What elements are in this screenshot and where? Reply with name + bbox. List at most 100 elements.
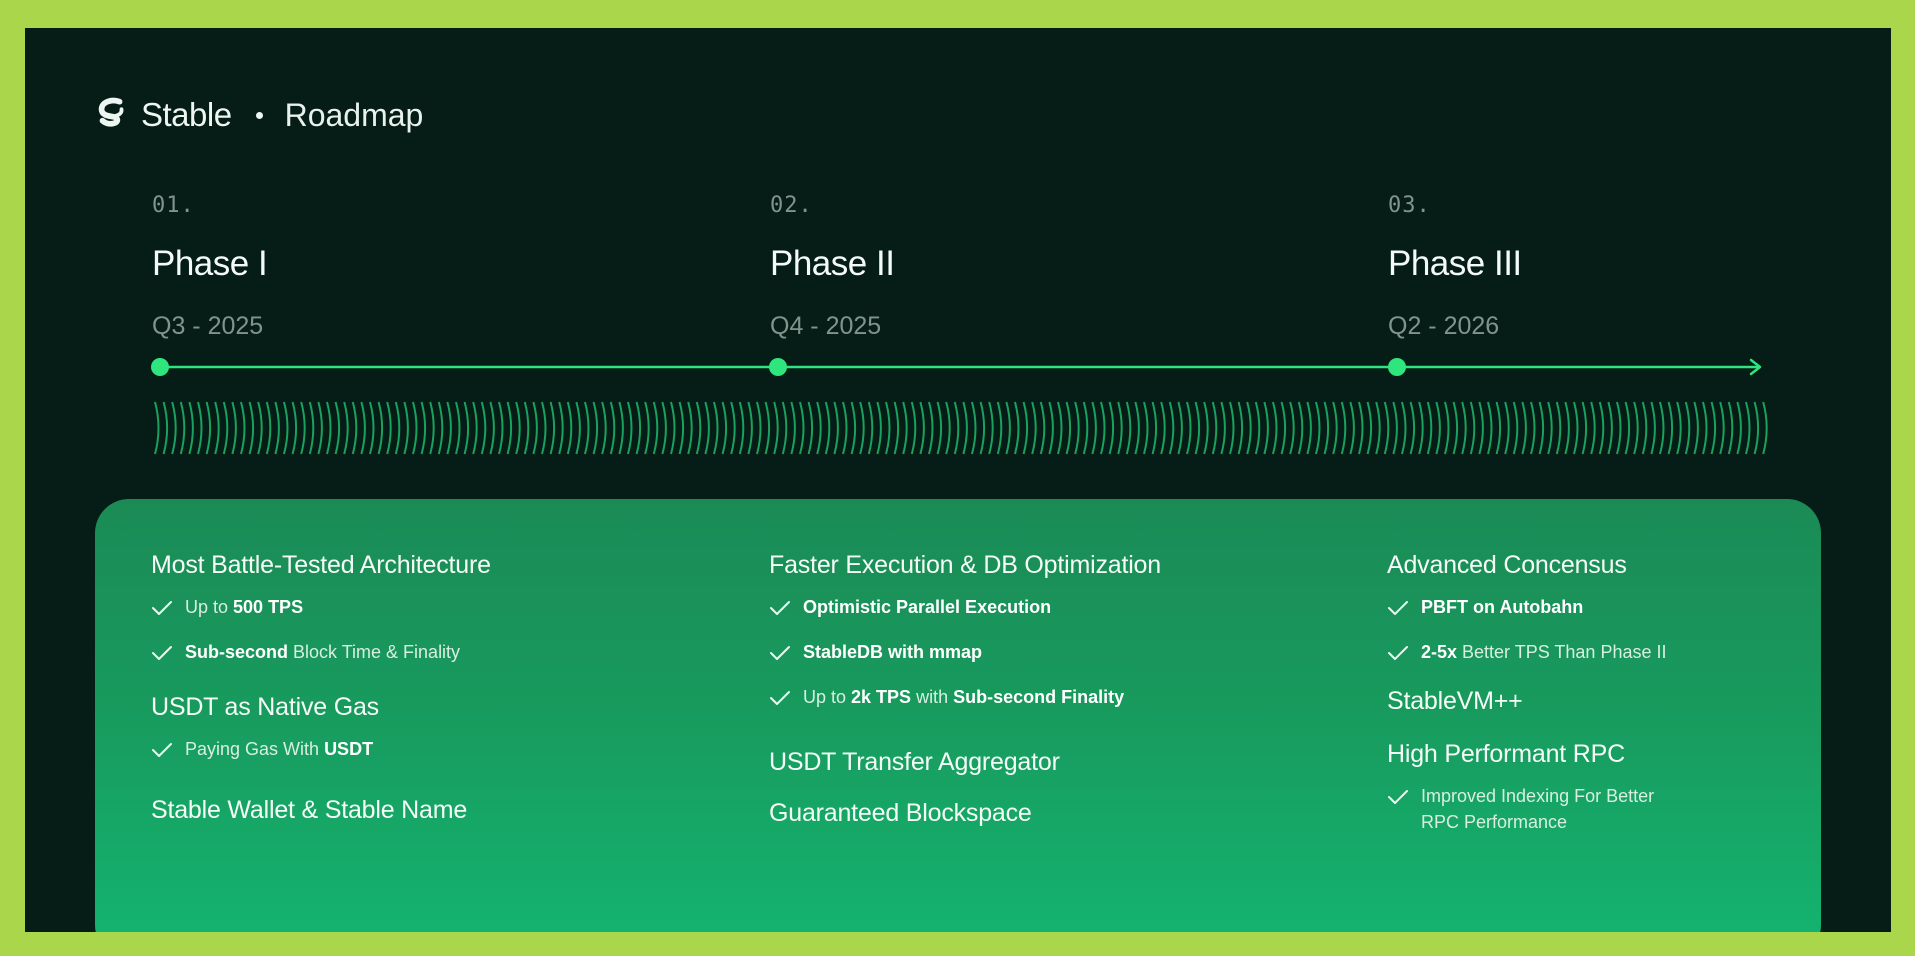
feature-item: Up to 2k TPS with Sub-second Finality [769, 684, 1329, 710]
wave-stroke [308, 401, 315, 455]
item-text: Paying Gas With [185, 739, 325, 759]
checkmark-icon [769, 643, 791, 661]
wave-stroke [205, 401, 212, 455]
feature-item: Sub-second Block Time & Finality [151, 639, 711, 665]
wave-stroke [661, 401, 667, 455]
wave-stroke [1220, 401, 1226, 455]
wave-stroke [1435, 401, 1441, 455]
wave-stroke [1194, 401, 1201, 455]
timeline-marker-3 [1388, 358, 1406, 376]
wave-stroke [1392, 401, 1398, 455]
wave-stroke [1091, 401, 1097, 455]
feature-list: Paying Gas With USDT [151, 736, 711, 762]
wave-stroke [1452, 401, 1459, 455]
wave-stroke [730, 401, 736, 455]
wave-stroke [326, 401, 332, 455]
wave-stroke [618, 401, 624, 455]
feature-item: Up to 500 TPS [151, 594, 711, 620]
phase-title: Phase I [152, 244, 268, 283]
wave-stroke [1323, 401, 1330, 455]
wave-stroke [885, 401, 891, 455]
wave-stroke [644, 401, 650, 455]
feature-group: USDT Transfer Aggregator [769, 748, 1329, 777]
timeline-marker-1 [151, 358, 169, 376]
checkmark-icon [769, 688, 791, 706]
wave-stroke [1246, 401, 1252, 455]
header: Stable Roadmap [93, 96, 423, 134]
wave-stroke [162, 401, 169, 455]
wave-stroke [601, 401, 607, 455]
wave-stroke [962, 401, 968, 455]
item-emphasis: StableDB with mmap [803, 642, 983, 662]
wave-stroke [248, 401, 255, 455]
wave-stroke [876, 401, 882, 455]
wave-stroke [1702, 401, 1708, 455]
item-text: with [911, 687, 954, 707]
wave-stroke [609, 401, 616, 455]
wave-stroke [1512, 401, 1519, 455]
wave-stroke [704, 401, 710, 455]
wave-stroke [842, 401, 848, 455]
wave-stroke [1547, 401, 1553, 455]
feature-title: High Performant RPC [1387, 740, 1625, 768]
wave-stroke [945, 401, 951, 455]
wave-stroke [541, 401, 547, 455]
wave-stroke [1418, 401, 1424, 455]
timeline-arrow-icon [1749, 358, 1762, 376]
wave-stroke [1426, 401, 1433, 455]
wave-stroke [1736, 401, 1742, 455]
wave-stroke [738, 401, 745, 455]
wave-stroke [1504, 401, 1510, 455]
wave-stroke [1340, 401, 1347, 455]
checkmark-icon [1387, 643, 1409, 661]
wave-stroke [902, 401, 908, 455]
wave-stroke [1254, 401, 1261, 455]
feature-title: Stable Wallet & Stable Name [151, 796, 468, 824]
stable-logo-icon [98, 97, 124, 127]
phase-3: 03. Phase III Q2 - 2026 [1388, 193, 1891, 341]
wave-stroke [1590, 401, 1596, 455]
wave-stroke [1444, 401, 1450, 455]
item-emphasis: 2-5x [1421, 642, 1458, 662]
feature-item: Paying Gas With USDT [151, 736, 711, 762]
wave-stroke [773, 401, 779, 455]
wave-stroke [996, 401, 1003, 455]
wave-stroke [850, 401, 857, 455]
wave-stroke [953, 401, 960, 455]
wave-stroke [1555, 401, 1562, 455]
feature-item-text: StableDB with mmap [803, 639, 982, 665]
wave-stroke [343, 401, 349, 455]
wave-stroke [300, 401, 306, 455]
wave-stroke [549, 401, 556, 455]
wave-stroke [265, 401, 272, 455]
wave-stroke [592, 401, 599, 455]
feature-item-text: 2-5x Better TPS Than Phase II [1421, 639, 1666, 665]
wave-stroke [1598, 401, 1605, 455]
roadmap-slide: Stable Roadmap 01. Phase I Q3 - 2025 02.… [25, 28, 1891, 932]
wave-stroke [351, 401, 358, 455]
wave-stroke [867, 401, 874, 455]
wave-stroke [1168, 401, 1175, 455]
wave-stroke [1263, 401, 1269, 455]
wave-stroke [1693, 401, 1699, 455]
wave-stroke [670, 401, 676, 455]
wave-stroke [1521, 401, 1527, 455]
wave-stroke [1487, 401, 1493, 455]
wave-stroke [1057, 401, 1063, 455]
wave-stroke [1409, 401, 1416, 455]
wave-stroke [1100, 401, 1106, 455]
feature-title: StableVM++ [1387, 687, 1523, 715]
phase-number: 02. [770, 193, 813, 218]
wave-stroke [1186, 401, 1192, 455]
wave-stroke [1065, 401, 1072, 455]
brand-name: Stable [141, 96, 232, 133]
checkmark-icon [1387, 598, 1409, 616]
wave-stroke [1074, 401, 1080, 455]
wave-stroke [523, 401, 530, 455]
wave-stroke [1366, 401, 1373, 455]
wave-stroke [412, 401, 418, 455]
wave-stroke [721, 401, 728, 455]
wave-stroke [1203, 401, 1209, 455]
